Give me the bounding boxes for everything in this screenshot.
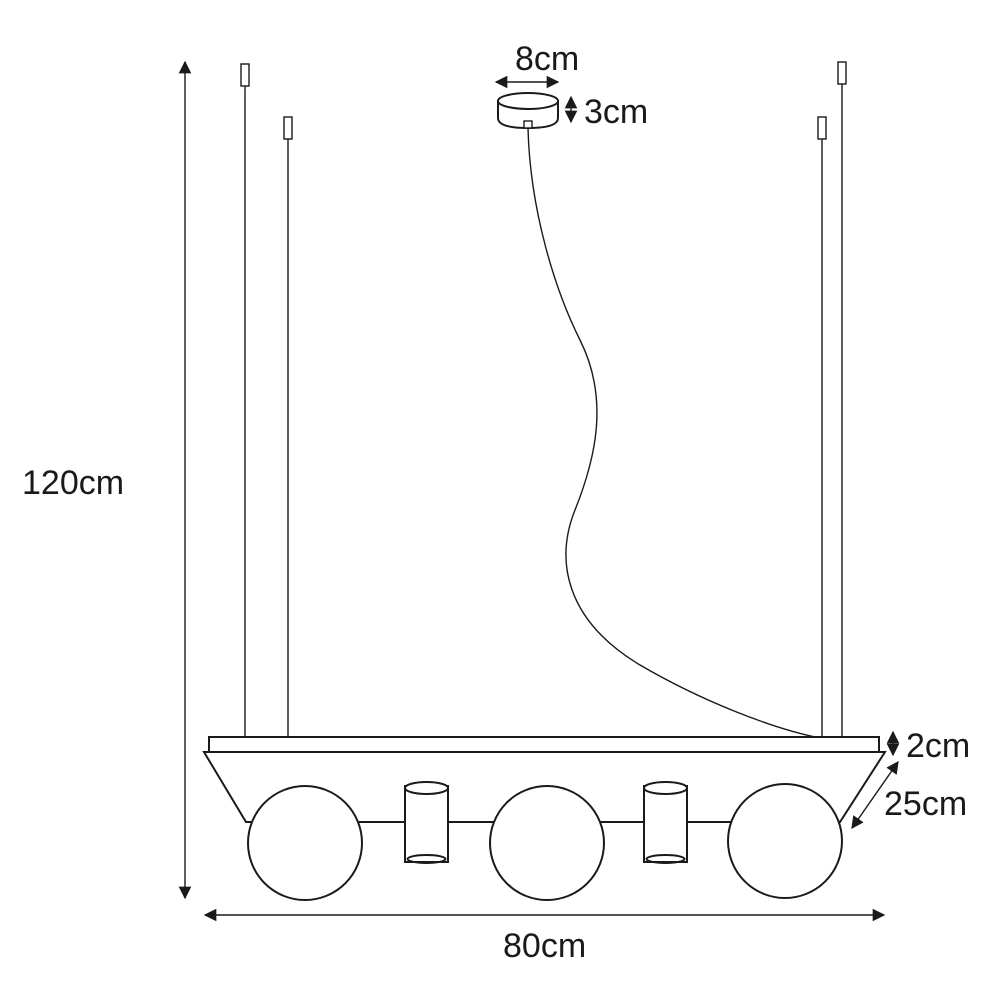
globe-lamp-left [247,785,363,901]
depth-dimension-line [851,760,899,830]
suspension-wire-4 [837,61,847,737]
spot-cylinder-left [404,781,449,864]
suspension-wire-1 [240,63,250,737]
canopy-height-label: 3cm [584,93,648,131]
suspension-wire-3 [817,116,827,737]
width-label: 80cm [503,927,586,965]
canopy-width-label: 8cm [515,40,579,78]
power-cable [527,127,821,739]
globe-lamp-center [489,785,605,901]
height-label: 120cm [22,464,124,502]
ceiling-canopy [497,92,559,130]
spot-cylinder-right [643,781,688,864]
suspension-wire-2 [283,116,293,737]
globe-lamp-right [727,783,843,899]
bar-thickness-label: 2cm [906,727,970,765]
depth-label: 25cm [884,785,967,823]
